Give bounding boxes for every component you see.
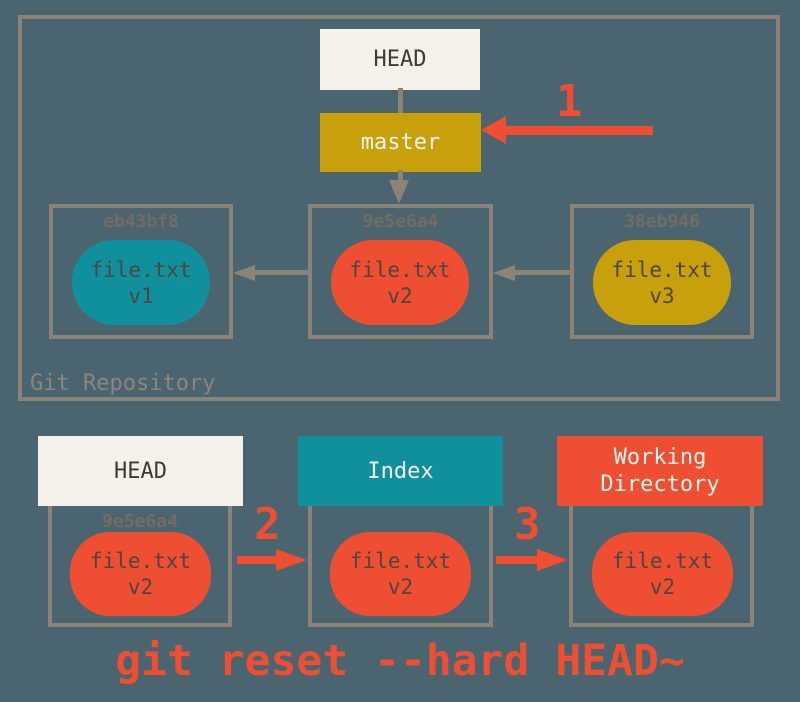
file-version-label: v2 [127, 575, 154, 599]
step-1-arrow-shaft [504, 126, 653, 135]
file-version-label: v2 [387, 575, 414, 599]
file-version-label: v1 [128, 283, 154, 308]
file-version-label: v3 [649, 283, 675, 308]
git-repository-outline [18, 15, 780, 401]
commit-hash-label: 38eb946 [624, 211, 700, 232]
file-name-label: file.txt [90, 257, 192, 282]
head-to-master-connector [398, 88, 403, 115]
file-blob: file.txt v2 [330, 532, 471, 616]
step-1-label: 1 [556, 76, 583, 127]
command-caption: git reset --hard HEAD~ [115, 636, 685, 686]
file-blob: file.txt v2 [592, 532, 733, 616]
step-2-arrow-shaft [237, 556, 279, 564]
commit-hash-label: eb43bf8 [103, 211, 179, 232]
file-version-label: v2 [649, 575, 676, 599]
commit-parent-arrow-shaft [253, 270, 309, 275]
master-to-commit-arrowhead-icon [389, 180, 409, 204]
commit-box [570, 204, 754, 339]
commit-hash-label: 9e5e6a4 [362, 211, 439, 232]
head-section-box: HEAD [38, 436, 243, 506]
step-3-arrowhead-icon [537, 549, 568, 571]
git-repository-label: Git Repository [30, 371, 216, 396]
file-blob: file.txt v2 [331, 240, 469, 325]
commit-box [49, 204, 233, 339]
step-3-label: 3 [514, 499, 541, 550]
commit-box [308, 204, 493, 339]
index-section-label: Index [367, 458, 434, 484]
file-name-label: file.txt [349, 549, 452, 573]
file-blob: file.txt v3 [593, 240, 731, 325]
head-pointer-label: HEAD [373, 47, 427, 72]
file-version-label: v2 [387, 283, 413, 308]
file-name-label: file.txt [611, 549, 714, 573]
commit-parent-arrowhead-icon [493, 265, 515, 281]
step-2-label: 2 [254, 499, 281, 550]
file-name-label: file.txt [349, 257, 451, 282]
commit-parent-arrow-shaft [513, 270, 571, 275]
index-section-box: Index [298, 436, 503, 506]
master-branch-label: master [360, 130, 441, 155]
head-commit-hash-label: 9e5e6a4 [102, 511, 178, 532]
file-name-label: file.txt [611, 257, 713, 282]
step-3-arrow-shaft [496, 556, 538, 564]
head-pointer-box: HEAD [320, 29, 480, 90]
commit-parent-arrowhead-icon [233, 265, 255, 281]
head-section-label: HEAD [114, 458, 167, 484]
master-to-commit-arrow-shaft [398, 170, 403, 183]
master-branch-box: master [320, 113, 481, 172]
step-2-arrowhead-icon [276, 549, 307, 571]
file-blob: file.txt v2 [70, 532, 211, 616]
step-1-arrowhead-icon [481, 116, 506, 144]
file-name-label: file.txt [89, 549, 192, 573]
working-directory-section-box: Working Directory [557, 436, 763, 506]
file-blob: file.txt v1 [72, 240, 210, 325]
working-directory-section-label: Working Directory [600, 445, 720, 497]
